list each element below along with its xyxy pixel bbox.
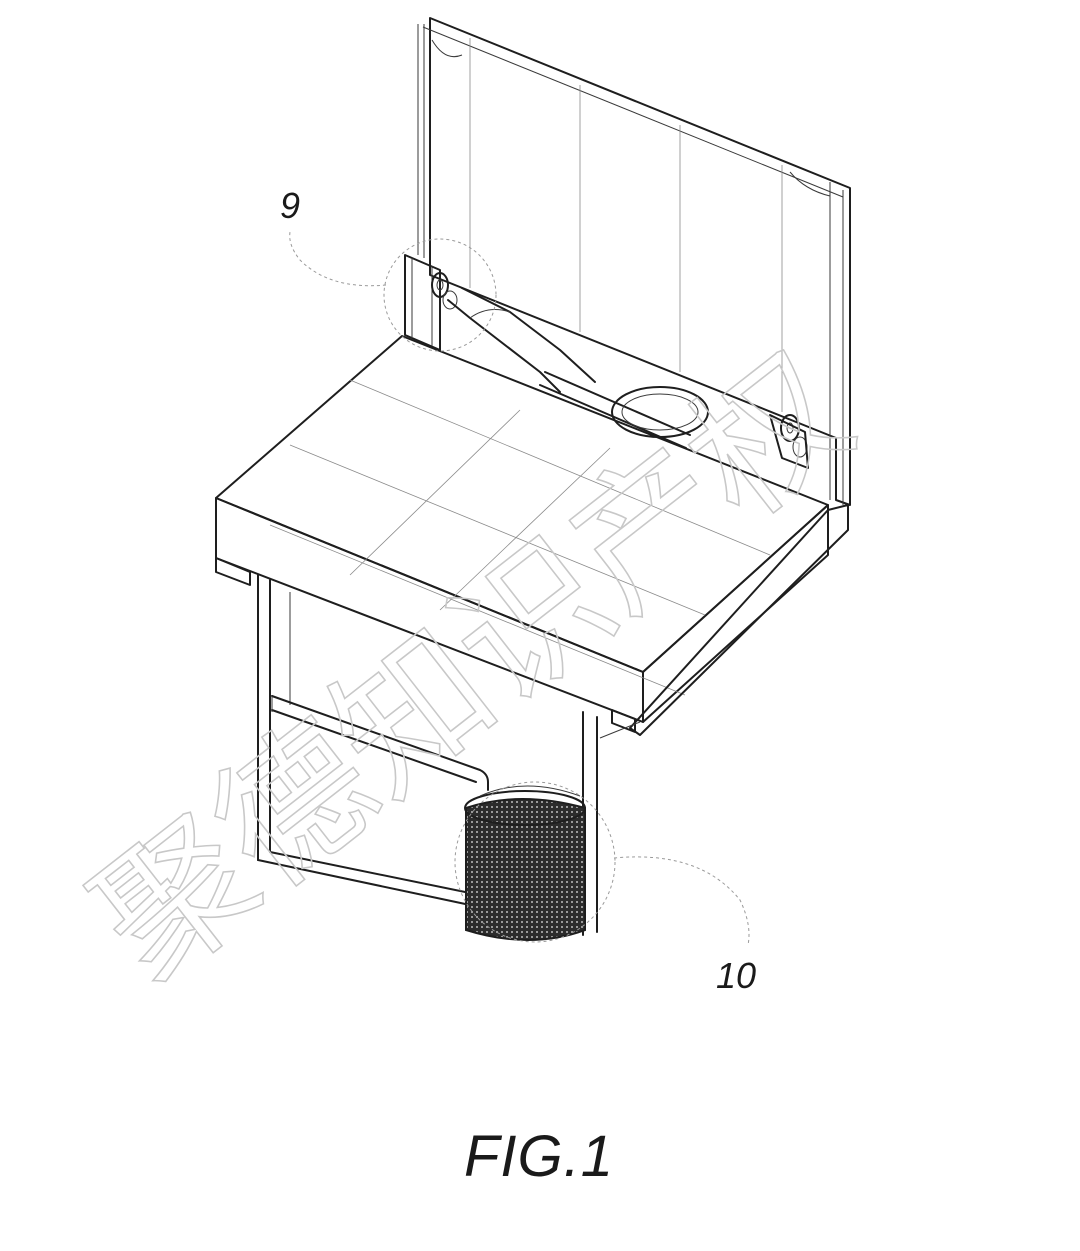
figure-caption: FIG.1 <box>464 1124 614 1189</box>
seat-back-panel <box>417 17 851 506</box>
lift-mechanism <box>539 371 709 449</box>
callout-9: 9 <box>280 185 497 352</box>
callout-10: 10 <box>454 781 756 996</box>
mesh-basket <box>464 785 586 941</box>
callout-9-label: 9 <box>280 185 300 226</box>
callout-10-label: 10 <box>716 955 756 996</box>
seat-cushion <box>215 335 849 736</box>
right-hinge-bracket <box>769 414 809 469</box>
